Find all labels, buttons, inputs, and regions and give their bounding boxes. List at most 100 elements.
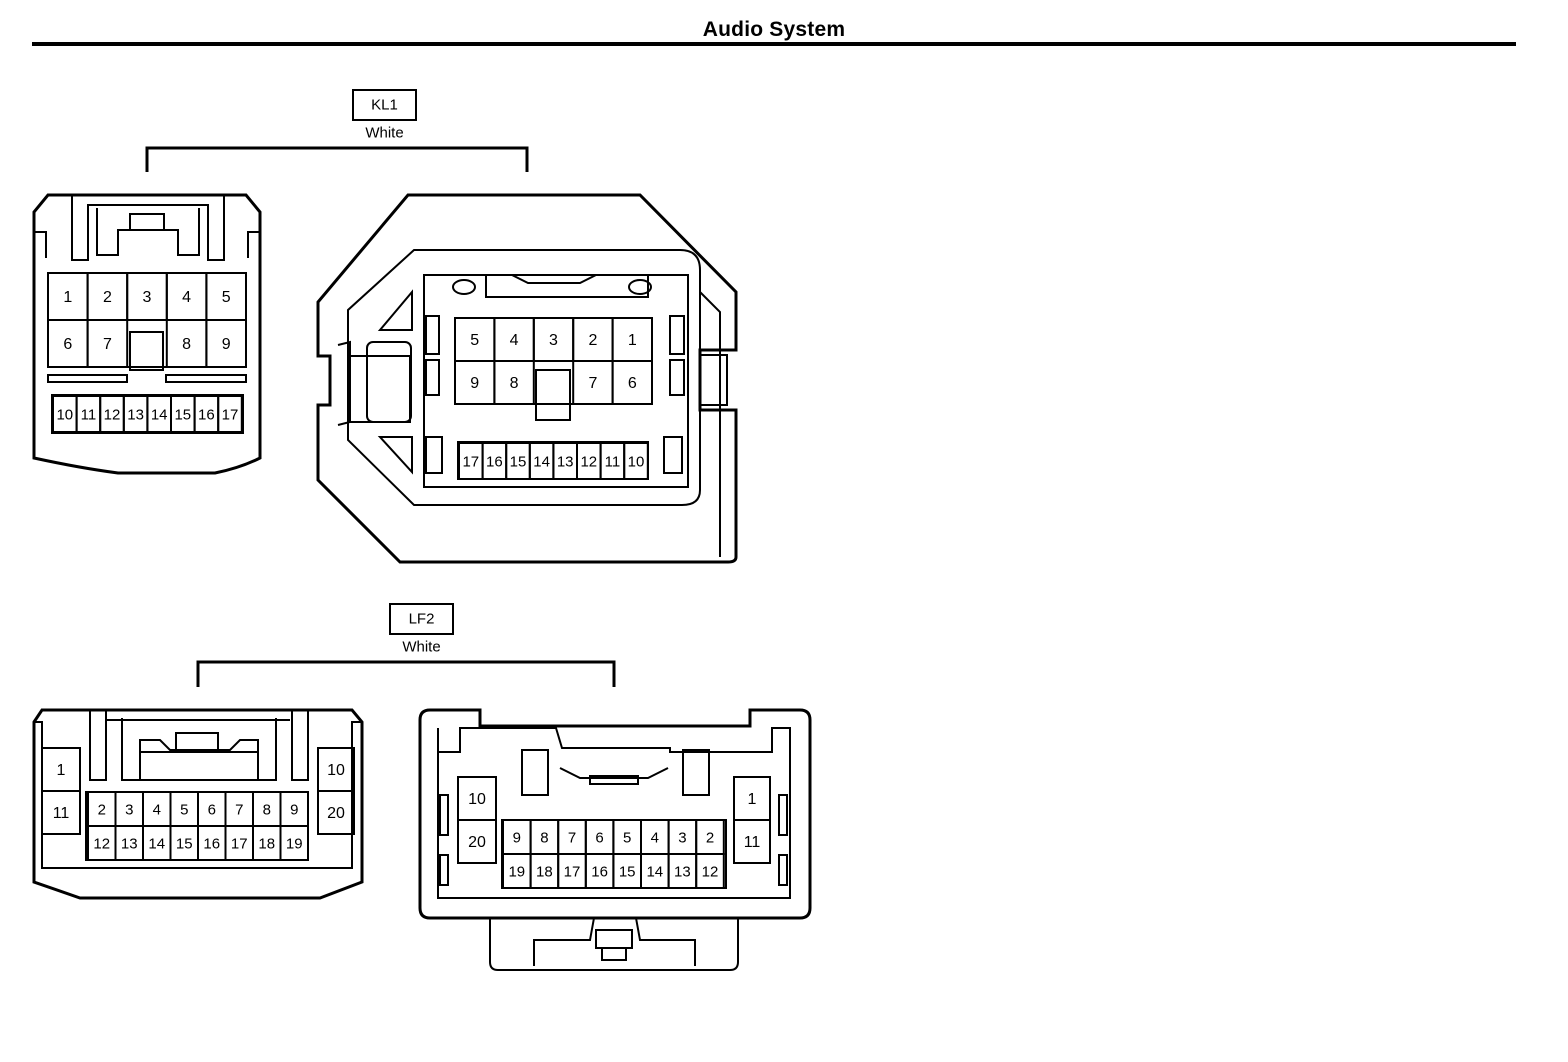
kl1-right-pin: 8: [493, 360, 535, 405]
pin-cavity: [623, 442, 649, 480]
kl1-bracket: [145, 146, 529, 172]
lf2-left-pin: 17: [224, 825, 254, 861]
pin-number: 15: [176, 836, 193, 853]
pin-number: 17: [564, 864, 581, 881]
pin-number: 6: [628, 375, 637, 392]
pin-number: 19: [286, 836, 303, 853]
pin-cavity: [205, 319, 247, 368]
pin-number: 5: [470, 332, 479, 349]
lf2-label: LF2 White: [389, 603, 454, 656]
pin-number: 5: [623, 830, 631, 847]
pin-number: 4: [510, 332, 519, 349]
kl1-right-connector: [316, 193, 738, 564]
kl1-left-pin: 12: [99, 395, 125, 433]
pin-number: 11: [81, 407, 97, 424]
lf2-right-pin: 5: [612, 819, 643, 855]
pin-number: 10: [56, 407, 73, 424]
title-rule: [32, 42, 1516, 46]
lf2-left-pin: 14: [142, 825, 172, 861]
pin-number: 8: [510, 375, 519, 392]
pin-number: 13: [121, 836, 138, 853]
kl1-left-pin: 10: [52, 395, 78, 433]
kl1-left-pin: 6: [47, 319, 89, 368]
pin-number: 18: [536, 864, 553, 881]
pin-number: 10: [628, 454, 645, 471]
pin-cavity: [493, 360, 535, 405]
lf2-right-pin: 20: [457, 819, 497, 864]
pin-number: 17: [231, 836, 248, 853]
pin-number: 2: [103, 289, 112, 306]
pin-number: 1: [628, 332, 637, 349]
pin-number: 2: [588, 332, 597, 349]
lf2-left-pin: 2: [87, 791, 117, 827]
lf2-right-pin: 18: [529, 853, 560, 889]
kl1-left-pin: 2: [86, 272, 129, 321]
kl1-left-pin: 9: [205, 319, 247, 368]
lf2-left-pin: 20: [317, 790, 355, 835]
pin-number: 3: [143, 289, 152, 306]
kl1-left-pin: 3: [126, 272, 168, 321]
lf2-left-pin: 1: [41, 747, 81, 792]
pin-number: 4: [153, 802, 161, 819]
pin-number: 7: [103, 336, 112, 353]
lf2-right-pin: 15: [612, 853, 643, 889]
lf2-left-pin: 6: [197, 791, 227, 827]
lf2-left-pin: 12: [87, 825, 117, 861]
pin-number: 20: [327, 805, 345, 822]
lf2-left-pin: 18: [252, 825, 282, 861]
kl1-right-pin: 17: [458, 442, 484, 480]
lf2-left-pin: 7: [224, 791, 254, 827]
pin-number: 13: [674, 864, 691, 881]
pin-number: 11: [744, 834, 761, 851]
kl1-code: KL1: [371, 97, 398, 114]
pin-number: 8: [540, 830, 548, 847]
pin-number: 15: [174, 407, 191, 424]
pin-number: 11: [53, 805, 70, 822]
pin-cavity: [41, 790, 81, 835]
pin-number: 7: [568, 830, 576, 847]
kl1-left-pin: 13: [122, 395, 149, 433]
lf2-left-pin: 4: [142, 791, 172, 827]
lf2-left-pin: 3: [114, 791, 144, 827]
lf2-code: LF2: [409, 611, 435, 628]
kl1-right-pin: 9: [454, 360, 496, 405]
lf2-right-pin: 11: [733, 819, 771, 864]
kl1-right-pin: 7: [572, 360, 614, 405]
pin-number: 15: [619, 864, 636, 881]
pin-number: 18: [258, 836, 275, 853]
lf2-left-pin: 5: [169, 791, 199, 827]
pin-cavity: [217, 395, 243, 433]
lf2-left-pin: 13: [114, 825, 144, 861]
pin-number: 17: [462, 454, 479, 471]
pin-number: 9: [290, 802, 298, 819]
kl1-right-pin: 11: [599, 442, 626, 480]
pin-cavity: [317, 790, 355, 835]
pin-number: 1: [63, 289, 72, 306]
pin-number: 19: [508, 864, 525, 881]
kl1-color: White: [365, 125, 403, 142]
pin-number: 6: [595, 830, 603, 847]
kl1-left-pin: 15: [170, 395, 196, 433]
pin-number: 3: [125, 802, 133, 819]
lf2-left-pin: 10: [317, 747, 355, 792]
lf2-color: White: [402, 639, 440, 656]
pin-number: 10: [327, 762, 345, 779]
pin-number: 12: [580, 454, 597, 471]
pin-number: 6: [63, 336, 72, 353]
kl1-label: KL1 White: [352, 89, 417, 142]
pin-number: 13: [127, 407, 144, 424]
kl1-left-pin: 7: [86, 319, 129, 368]
pin-number: 6: [208, 802, 216, 819]
pin-number: 7: [588, 375, 597, 392]
lf2-right-pin: 8: [529, 819, 560, 855]
pin-cavity: [86, 319, 129, 368]
kl1-left-pin: 16: [193, 395, 220, 433]
pin-number: 12: [93, 836, 110, 853]
pin-number: 16: [591, 864, 608, 881]
pin-number: 8: [182, 336, 191, 353]
kl1-left-pin: 14: [146, 395, 172, 433]
lf2-right-pin: 10: [457, 776, 497, 821]
lf2-right-pin: 6: [584, 819, 615, 855]
pin-number: 3: [549, 332, 558, 349]
